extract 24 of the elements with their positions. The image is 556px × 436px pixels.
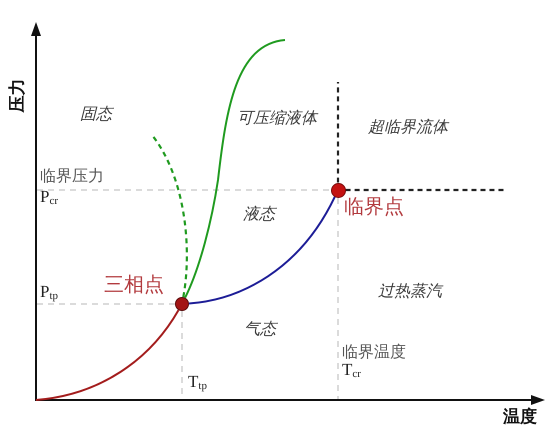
region-label: 可压缩液体 [237,110,317,128]
axis-title: 温度 [503,408,537,427]
region-label: 液态 [243,206,275,224]
region-label: 超临界流体 [368,119,448,137]
region-label: 固态 [80,106,112,124]
reference-label: P$_{tp}$ [40,283,58,302]
reference-label: 临界压力 [40,168,104,186]
region-label: 过热蒸汽 [378,283,442,301]
reference-label: 临界温度 [342,344,406,362]
point-marker [175,297,189,311]
curve [188,196,336,304]
axis-title: 压力 [8,78,28,112]
curve [184,39,286,298]
point-label: 临界点 [344,196,404,218]
curve [36,310,180,401]
reference-label: T$_{cr}$ [342,361,361,380]
point-label: 三相点 [104,274,164,296]
dashed-curve [336,82,340,182]
dashed-curve [346,188,505,192]
region-label: 气态 [244,321,276,339]
reference-label: T$_{tp}$ [188,373,207,392]
point-marker [330,182,346,198]
reference-label: P$_{cr}$ [40,188,58,208]
dashed-curve [151,134,188,298]
